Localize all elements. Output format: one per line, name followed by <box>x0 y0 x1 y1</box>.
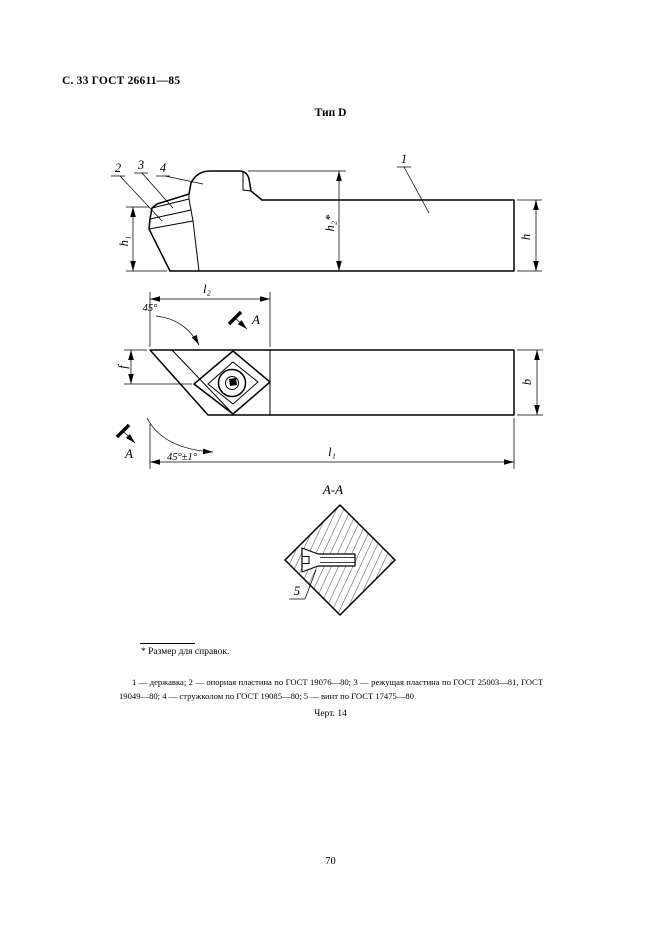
section-view: А-А 5 <box>284 482 396 616</box>
callout-4-label: 4 <box>160 161 166 175</box>
angle-main-label: 45°±1° <box>167 452 198 463</box>
angle-main: 45°±1° <box>146 417 214 463</box>
callout-3-label: 3 <box>137 158 144 172</box>
tool-head-outline <box>148 170 263 272</box>
dimension-h2: h₂* <box>248 170 346 271</box>
dimension-l1: l₁ <box>149 418 515 469</box>
dim-label-h2: h₂* <box>323 214 337 232</box>
footnote: * Размер для справок. <box>141 647 230 657</box>
callout-5-label: 5 <box>294 584 300 598</box>
type-title: Тип D <box>314 107 347 119</box>
side-view: h₁ h₂* h 2 3 <box>111 152 542 272</box>
section-letter-top: А <box>251 312 260 327</box>
dim-label-l1: l₁ <box>328 445 336 459</box>
dim-label-h1: h₁ <box>117 236 131 247</box>
dim-label-h: h <box>519 234 533 240</box>
screw-section <box>301 547 356 573</box>
insert-stack <box>148 193 200 272</box>
clamp-plate <box>207 361 259 405</box>
dim-label-b: b <box>520 379 534 385</box>
figure-caption: Черт. 14 <box>314 709 347 719</box>
dim-label-f: f <box>116 364 130 369</box>
callout-1-label: 1 <box>401 152 407 166</box>
section-letter-bottom: А <box>124 446 133 461</box>
angle-top: 45° <box>143 303 200 346</box>
screw-head-circle <box>217 368 247 398</box>
angle-top-label: 45° <box>143 303 159 314</box>
screw-drive <box>229 378 237 386</box>
callout-cutting-insert: 3 <box>134 158 174 209</box>
plan-view: А А l₂ f <box>115 282 543 469</box>
screw-hole-circle <box>225 376 239 390</box>
dimension-f: f <box>116 349 192 385</box>
clamp-edge-line <box>171 349 235 416</box>
callout-holder: 1 <box>397 152 430 214</box>
page-header: С. 33 ГОСТ 26611—85 <box>62 75 181 87</box>
page-number: 70 <box>325 856 336 867</box>
callout-2-label: 2 <box>115 161 121 175</box>
callout-screw: 5 <box>289 569 317 600</box>
section-title: А-А <box>322 482 343 497</box>
dimension-h1: h₁ <box>117 206 167 272</box>
shank-outline <box>169 199 515 272</box>
callout-support-plate: 2 <box>111 161 163 222</box>
bar-outline <box>149 349 515 416</box>
dim-label-l2: l₂ <box>203 282 211 296</box>
footnote-rule <box>140 643 195 644</box>
chip-breaker-step <box>242 171 252 192</box>
dimension-l2: l₂ <box>149 282 271 347</box>
legend: 1 — державка; 2 — опорная пластина по ГО… <box>119 677 543 701</box>
insert-diamond <box>193 350 271 415</box>
section-mark-top: А <box>227 310 260 330</box>
section-mark-bottom: А <box>115 423 136 461</box>
dimension-h: h <box>517 199 542 272</box>
callout-chip-breaker: 4 <box>156 161 204 185</box>
dimension-b: b <box>517 349 543 416</box>
